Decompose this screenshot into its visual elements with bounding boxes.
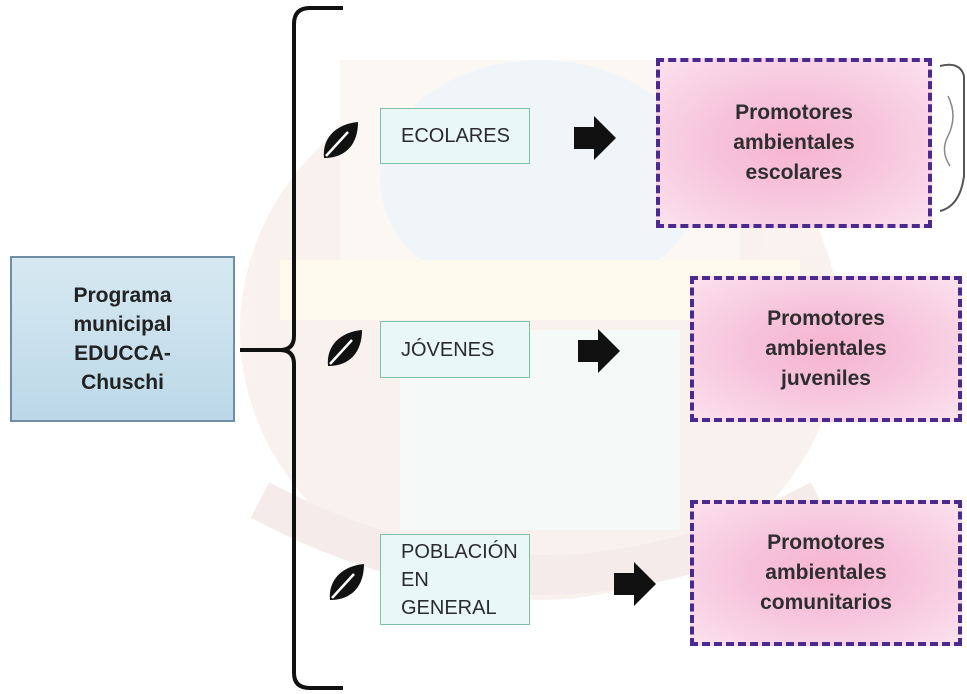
category-box-jovenes: JÓVENES	[380, 321, 530, 378]
result-box-jovenes: Promotores ambientales juveniles	[690, 276, 962, 422]
root-program-label: Programa municipal EDUCCA- Chuschi	[73, 284, 172, 394]
arrow-right-icon	[574, 116, 616, 160]
arrow-right-icon	[614, 562, 656, 606]
category-box-poblacion: POBLACIÓN EN GENERAL	[380, 534, 530, 625]
result-box-escolares: Promotores ambientales escolares	[656, 58, 932, 228]
arrow-right-icon	[578, 329, 620, 373]
category-label: POBLACIÓN EN GENERAL	[401, 540, 518, 619]
result-box-comunitarios: Promotores ambientales comunitarios	[690, 500, 962, 646]
result-label: Promotores ambientales comunitarios	[760, 531, 892, 614]
result-label: Promotores ambientales juveniles	[765, 307, 887, 390]
bracket-connector	[240, 6, 343, 690]
result-label: Promotores ambientales escolares	[733, 101, 855, 184]
category-box-escolares: ECOLARES	[380, 108, 530, 164]
category-label: ECOLARES	[401, 125, 510, 147]
leaf-icon	[323, 122, 358, 158]
leaf-icon	[329, 564, 364, 600]
leaf-icon	[327, 330, 362, 366]
root-program-box: Programa municipal EDUCCA- Chuschi	[10, 256, 235, 422]
cropped-figure-drawing	[939, 63, 965, 212]
category-label: JÓVENES	[401, 338, 495, 361]
